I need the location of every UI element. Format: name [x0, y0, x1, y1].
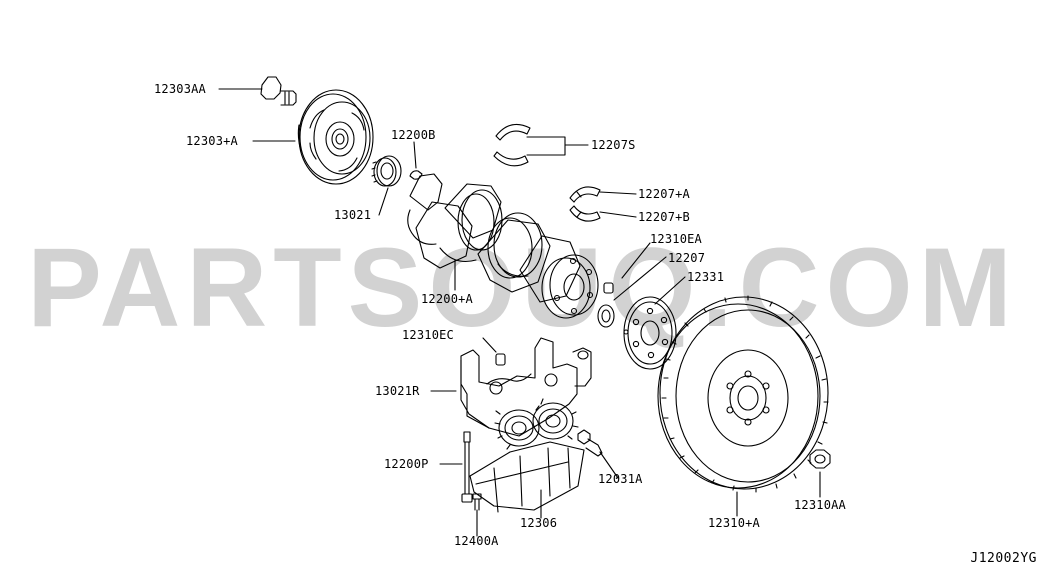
balancer-13021R [460, 337, 592, 450]
bolt-12200P [461, 431, 473, 503]
plate-12331 [623, 296, 677, 370]
label-12031A: 12031A [598, 472, 643, 486]
label-12207pA: 12207+A [638, 187, 690, 201]
label-13021R: 13021R [375, 384, 420, 398]
bolt-12031A [577, 429, 603, 457]
label-12303A: 12303+A [186, 134, 238, 148]
label-12310AA: 12310AA [794, 498, 846, 512]
pilot-bearing-12207 [597, 304, 615, 328]
bolt-12310AA [809, 449, 831, 469]
bolt-12303AA [260, 76, 297, 106]
label-12310EC: 12310EC [402, 328, 454, 342]
label-12207S: 12207S [591, 138, 636, 152]
diagram-code: J12002YG [970, 551, 1037, 566]
label-12310EA: 12310EA [650, 232, 702, 246]
label-12207: 12207 [668, 251, 706, 265]
label-12310A: 12310+A [708, 516, 760, 530]
sprocket-13021 [371, 155, 402, 187]
key-12200B [409, 170, 423, 180]
crankshaft-12200A [407, 173, 599, 319]
flywheel-12310A [657, 295, 829, 493]
label-12400A: 12400A [454, 534, 499, 548]
label-12200B: 12200B [391, 128, 436, 142]
thrust-washers-12207S [493, 123, 531, 167]
bolt-12400A [472, 493, 482, 511]
pulley-12303A [297, 89, 374, 185]
pin-12310EA [603, 282, 614, 294]
label-12207pB: 12207+B [638, 210, 690, 224]
label-12200A: 12200+A [421, 292, 473, 306]
label-12306: 12306 [520, 516, 558, 530]
label-12303AA: 12303AA [154, 82, 206, 96]
label-12331: 12331 [687, 270, 725, 284]
label-12200P: 12200P [384, 457, 429, 471]
tray-12306 [469, 441, 585, 513]
pin-12310EC [495, 353, 506, 366]
bearings-12207AB [569, 186, 601, 222]
label-13021: 13021 [334, 208, 372, 222]
